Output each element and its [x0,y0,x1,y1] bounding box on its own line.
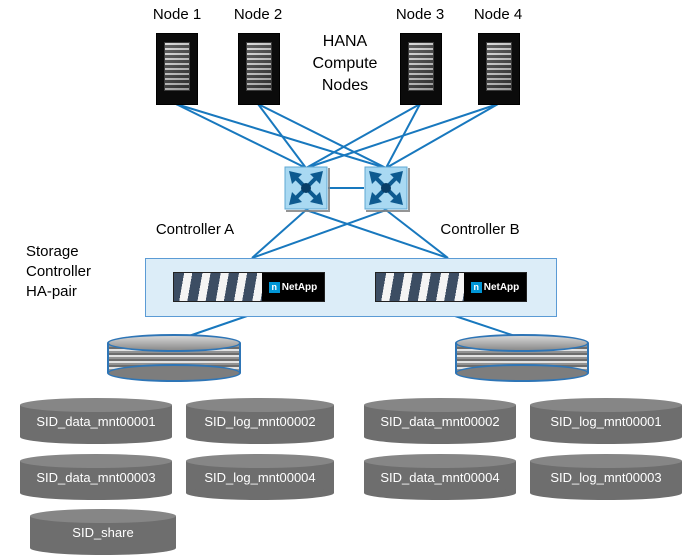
volume-label: SID_log_mnt00004 [204,469,316,485]
storage-controller-b: n NetApp [375,272,527,302]
volume-label: SID_share [72,524,134,540]
volume-label: SID_data_mnt00001 [36,413,156,429]
server-tower-icon [400,33,442,105]
volume-cylinder: SID_log_mnt00003 [530,454,682,500]
switch-to-controller-links [251,209,449,259]
controller-a-label: Controller A [155,221,235,238]
volume-cylinder: SID_log_mnt00002 [186,398,334,444]
node-3-label: Node 3 [395,6,445,23]
storage-ha-pair-label: Storage Controller HA-pair [26,243,92,300]
volume-cylinder: SID_data_mnt00004 [364,454,516,500]
node-1-label: Node 1 [152,6,202,23]
netapp-logo: n NetApp [262,273,324,301]
volume-label: SID_data_mnt00003 [36,469,156,485]
network-switch-icon [364,166,408,210]
controller-front-stripes [376,273,464,301]
storage-ha-pair-box: n NetApp n NetApp [145,258,557,317]
disk-stack-left [107,334,241,382]
volume-label: SID_log_mnt00002 [204,413,316,429]
volume-label: SID_data_mnt00004 [380,469,500,485]
server-panel [486,42,512,91]
volume-label: SID_log_mnt00003 [550,469,662,485]
node-4-label: Node 4 [473,6,523,23]
node-2-label: Node 2 [233,6,283,23]
controller-to-disk-links [185,314,519,338]
hana-compute-nodes-label: HANA Compute Nodes [312,33,378,94]
volume-cylinder: SID_data_mnt00002 [364,398,516,444]
netapp-wordmark: NetApp [281,281,318,293]
server-panel [164,42,190,91]
volume-label: SID_data_mnt00002 [380,413,500,429]
server-panel [408,42,434,91]
volume-cylinder: SID_log_mnt00004 [186,454,334,500]
network-switch-icon [284,166,328,210]
volume-cylinder: SID_share [30,509,176,555]
server-tower-icon [156,33,198,105]
server-panel [246,42,272,91]
storage-controller-a: n NetApp [173,272,325,302]
server-tower-icon [238,33,280,105]
disk-stack-right [455,334,589,382]
controller-b-label: Controller B [440,221,520,238]
controller-front-stripes [174,273,262,301]
server-tower-icon [478,33,520,105]
volume-label: SID_log_mnt00001 [550,413,662,429]
volume-cylinder: SID_data_mnt00003 [20,454,172,500]
netapp-n-icon: n [268,281,280,293]
volume-cylinder: SID_log_mnt00001 [530,398,682,444]
netapp-wordmark: NetApp [483,281,520,293]
netapp-n-icon: n [470,281,482,293]
volume-cylinder: SID_data_mnt00001 [20,398,172,444]
netapp-logo: n NetApp [464,273,526,301]
node-to-switch-links [175,103,499,169]
